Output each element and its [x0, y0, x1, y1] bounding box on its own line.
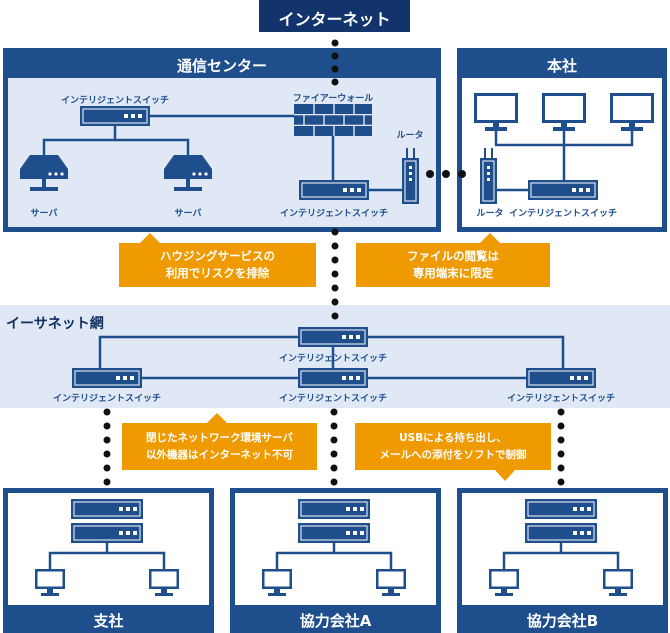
internet-link-dot [331, 78, 339, 86]
ethernet-link-dot [331, 298, 339, 306]
partner-a-link-dot [330, 450, 338, 458]
ethernet-switch-right-icon [525, 367, 597, 389]
ethernet-link-dot [331, 270, 339, 278]
ethernet-band [0, 305, 670, 408]
hq-link-dot [458, 170, 466, 178]
ethernet-link-dot [331, 228, 339, 236]
partner-b-link-dot [557, 478, 565, 486]
data-center-wiring [42, 114, 402, 192]
internet-link-dot [331, 65, 339, 73]
partner-a-title: 協力会社A [299, 612, 372, 630]
data-center-title: 通信センター [176, 57, 267, 75]
callout-file-view-line2: 専用端末に限定 [412, 266, 494, 280]
dotted-links [103, 39, 565, 486]
callout-file-view-line1: ファイルの閲覧は [407, 249, 499, 263]
branch-link-dot [103, 422, 111, 430]
dc-switch-bottom-label: インテリジェントスイッチ [279, 209, 388, 219]
callout-housing-shape [119, 233, 316, 287]
headquarters-title: 本社 [546, 57, 577, 75]
callout-closed-network-line2: 以外機器はインターネット不可 [146, 448, 293, 461]
branch-link-dot [103, 450, 111, 458]
callout-usb-line2: メールへの添付をソフトで制御 [379, 448, 527, 461]
dc-router-label: ルータ [396, 131, 424, 141]
internet-box [259, 0, 410, 32]
branch-link-dot [103, 436, 111, 444]
hq-link-dot [442, 170, 450, 178]
partner-a-link-dot [330, 478, 338, 486]
partner-b-link-dot [557, 408, 565, 416]
callout-closed-network-shape [122, 413, 317, 470]
ethernet-switch-center-label: インテリジェントスイッチ [278, 394, 387, 404]
callout-usb-shape [355, 423, 551, 481]
callout-housing-line1: ハウジングサービスの [160, 249, 275, 263]
internet-link-dot [331, 52, 339, 60]
server-2-label: サーバ [174, 209, 202, 219]
server-1-label: サーバ [30, 209, 58, 219]
ethernet-link-dot [331, 256, 339, 264]
ethernet-switch-center-top-label: インテリジェントスイッチ [278, 354, 387, 364]
branch-link-dot [103, 408, 111, 416]
partner-a-link-dot [330, 422, 338, 430]
partner-a-link-dot [330, 436, 338, 444]
branch-link-dot [103, 464, 111, 472]
hq-link-dot [426, 170, 434, 178]
hq-switch-icon [527, 179, 599, 201]
ethernet-switch-left-label: インテリジェントスイッチ [52, 394, 161, 404]
partner-a-link-dot [330, 408, 338, 416]
hq-router-label: ルータ [476, 209, 504, 219]
internet-link-dot [331, 39, 339, 47]
ethernet-link-dot [331, 312, 339, 320]
partner-b-link-dot [557, 436, 565, 444]
partner-b-link-dot [557, 450, 565, 458]
callout-closed-network: 閉じたネットワーク環境サーバ 以外機器はインターネット不可 [122, 423, 317, 470]
ethernet-link-dot [331, 242, 339, 250]
partner-b-title: 協力会社B [526, 612, 599, 630]
branch-title: 支社 [93, 612, 124, 630]
internet-label: インターネット [278, 10, 391, 29]
ethernet-switch-center-icon [297, 367, 369, 389]
branch-wiring [48, 543, 620, 569]
ethernet-switch-left-icon [71, 367, 143, 389]
callout-file-view: ファイルの閲覧は 専用端末に限定 [356, 243, 550, 287]
partner-a-link-dot [330, 464, 338, 472]
ethernet-link-dot [331, 284, 339, 292]
firewall-icon [294, 104, 372, 136]
data-center-box [3, 48, 441, 232]
partner-b-link-dot [557, 422, 565, 430]
callout-closed-network-line1: 閉じたネットワーク環境サーバ [146, 431, 293, 444]
callout-file-view-shape [356, 233, 550, 287]
dc-switch-bottom-icon [298, 179, 370, 201]
firewall-label: ファイアーウォール [292, 94, 374, 104]
callout-usb-line1: USBによる持ち出し、 [399, 431, 507, 444]
hq-wiring [494, 131, 634, 192]
hq-switch-label: インテリジェントスイッチ [508, 209, 617, 219]
partner-b-link-dot [557, 464, 565, 472]
ethernet-switch-center-top-icon [297, 326, 369, 348]
callout-usb: USBによる持ち出し、 メールへの添付をソフトで制御 [355, 423, 551, 470]
ethernet-switch-right-label: インテリジェントスイッチ [506, 394, 615, 404]
callout-housing-line2: 利用でリスクを排除 [165, 266, 270, 280]
dc-switch-top-label: インテリジェントスイッチ [60, 96, 169, 106]
branch-link-dot [103, 478, 111, 486]
ethernet-title: イーサネット網 [6, 316, 104, 332]
dc-switch-top-icon [79, 105, 151, 127]
callout-housing: ハウジングサービスの 利用でリスクを排除 [119, 243, 316, 287]
